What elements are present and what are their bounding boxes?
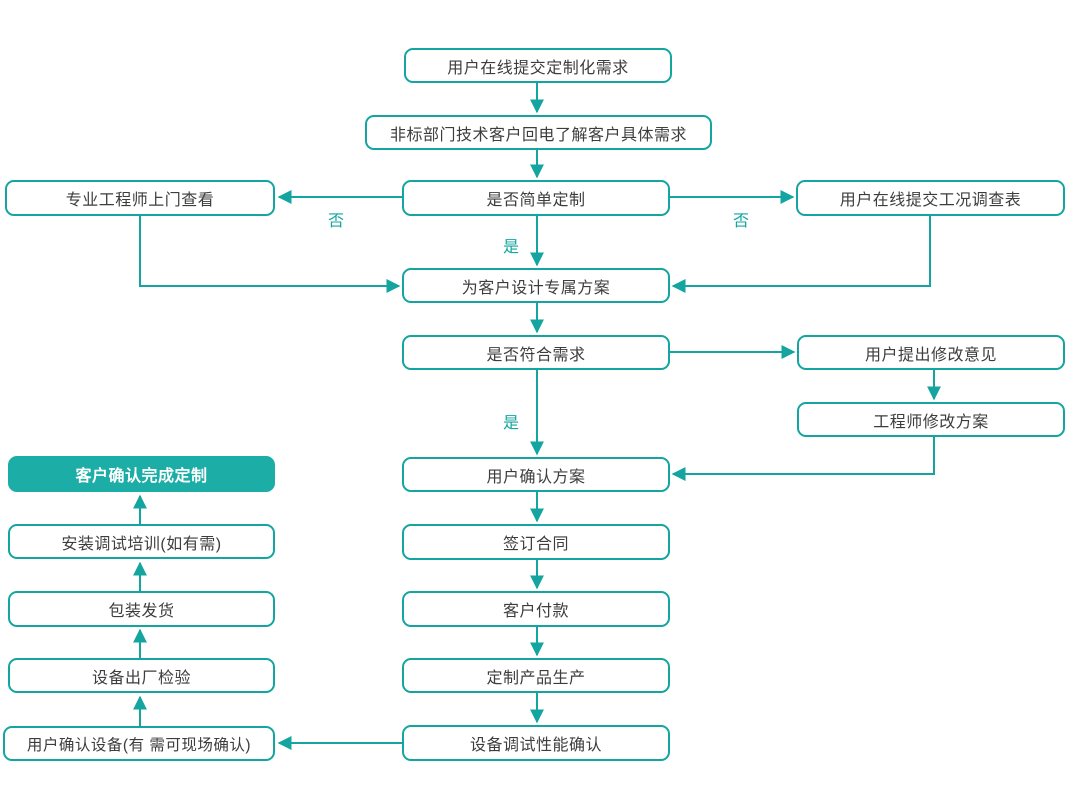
node-factory-inspection: 设备出厂检验: [8, 658, 275, 693]
node-submit-requirements: 用户在线提交定制化需求: [404, 48, 672, 83]
edge-label-yes-upper: 是: [503, 239, 520, 256]
node-sign-contract: 签订合同: [402, 524, 670, 560]
node-custom-production: 定制产品生产: [402, 658, 670, 693]
node-engineer-visit: 专业工程师上门查看: [5, 180, 275, 216]
node-simple-customization: 是否简单定制: [402, 180, 670, 216]
arrow-engineer-visit-to-design: [139, 216, 401, 293]
arrow-survey-to-design: [671, 216, 931, 293]
node-callback-understand-needs: 非标部门技术客户回电了解客户具体需求: [365, 115, 712, 150]
edge-label-no-left: 否: [328, 213, 345, 230]
node-customization-complete: 客户确认完成定制: [8, 456, 275, 492]
node-design-exclusive-plan: 为客户设计专属方案: [402, 268, 670, 303]
node-engineer-revise-plan: 工程师修改方案: [797, 402, 1065, 437]
node-user-confirm-plan: 用户确认方案: [402, 457, 670, 492]
node-user-feedback: 用户提出修改意见: [797, 335, 1065, 370]
node-customer-payment: 客户付款: [402, 591, 670, 627]
node-meets-needs: 是否符合需求: [402, 335, 670, 370]
edge-label-no-right: 否: [733, 213, 750, 230]
edge-label-yes-lower: 是: [503, 415, 520, 432]
node-device-debug-confirm: 设备调试性能确认: [402, 725, 670, 761]
node-packing-shipping: 包装发货: [8, 591, 275, 627]
node-user-confirm-device: 用户确认设备(有 需可现场确认): [3, 726, 275, 761]
node-submit-survey-form: 用户在线提交工况调查表: [796, 180, 1065, 216]
arrow-revise-to-confirm-plan: [671, 437, 935, 481]
node-install-training: 安装调试培训(如有需): [8, 524, 275, 559]
